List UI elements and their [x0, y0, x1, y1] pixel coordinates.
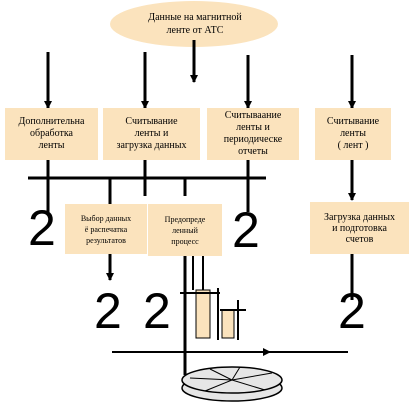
disk-spoke — [189, 377, 233, 381]
source-label: Данные на магнитной ленте от АТС — [148, 12, 242, 36]
document-bar — [195, 289, 211, 339]
preprocessing-box: Предопредe ленный процесс — [148, 204, 222, 256]
disk-spoke — [231, 366, 241, 381]
reading-tapes-box: Считывание ленты ( лент ) — [315, 108, 391, 160]
reading-load-box: Считывание ленты и загрузка данных — [103, 108, 200, 160]
extra-processing-box: Дополнительна обработка ленты — [5, 108, 98, 160]
count-label: 2 — [94, 283, 122, 339]
disk-spoke — [209, 368, 233, 381]
disk-spoke — [231, 379, 266, 391]
select-print-box: Выбор данных ё распечатка результатов — [65, 204, 147, 254]
disk-spoke — [204, 379, 233, 392]
count-label: 2 — [338, 283, 366, 339]
source-oval — [110, 1, 278, 47]
count-label: 2 — [28, 200, 56, 256]
reading-periodic-box: Считываание ленты и периодическе отчеты — [207, 108, 299, 160]
document-bar — [221, 309, 235, 339]
count-label: 2 — [143, 283, 171, 339]
disk-spoke — [231, 372, 273, 381]
load-accounts-box: Загрузка данных и подготовка счетов — [310, 202, 409, 254]
count-label: 2 — [232, 202, 260, 258]
